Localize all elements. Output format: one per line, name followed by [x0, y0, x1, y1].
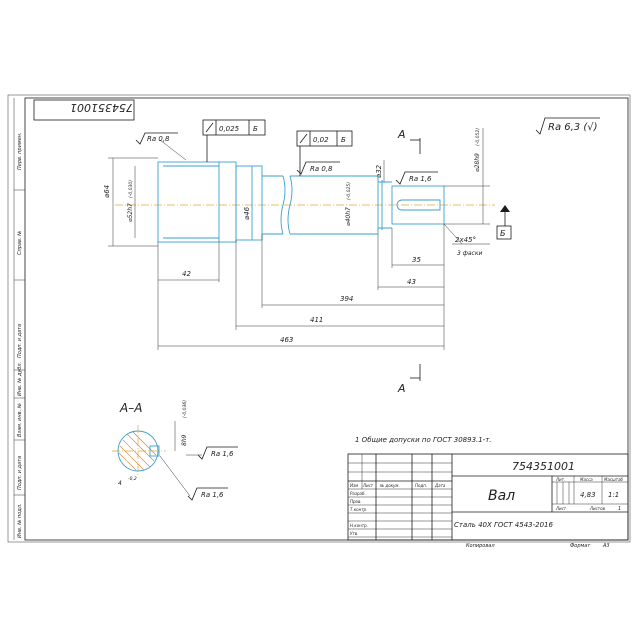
- row-prov: Пров.: [350, 499, 362, 504]
- dim-411: 411: [310, 316, 323, 324]
- strip-label-7: Инв. № подл.: [17, 504, 23, 539]
- dim-d28: ⌀28h9: [474, 153, 481, 172]
- roughness-marks: Ra 0,8 Ra 0,8 Ra 1,6: [135, 132, 438, 185]
- dim-key-width: 4: [118, 480, 122, 487]
- dim-chamfer-note: 3 фаски: [457, 250, 482, 257]
- mass-label: Масса: [580, 477, 593, 482]
- strip-label-5: Взам. инв. №: [17, 403, 23, 437]
- shaft-step-40: [290, 175, 378, 235]
- dim-43: 43: [407, 278, 416, 286]
- doc-number-box: 754351001: [33, 99, 135, 121]
- strip-label-3: Подп. и дата: [17, 324, 23, 358]
- dim-d52-tol: (-0,030): [128, 180, 134, 198]
- dim-394: 394: [340, 295, 353, 303]
- general-roughness-text: Ra 6,3 (√): [548, 122, 598, 133]
- strip-label-6: Подп. и дата: [17, 456, 23, 490]
- general-note: 1 Общие допуски по ГОСТ 30893.1-т.: [355, 436, 492, 444]
- datum-b: Б: [496, 205, 512, 240]
- ra16-b: Ra 1,6: [211, 450, 234, 458]
- runout-frame-1: 0,025 Б: [202, 119, 266, 162]
- mass-value: 4,83: [580, 491, 596, 499]
- section-marker-top-label: А: [397, 128, 406, 141]
- dim-d28-tol: (-0,052): [475, 128, 481, 146]
- side-strip: Перв. примен. Справ. № Подп. и дата Инв.…: [13, 98, 25, 540]
- lit-label: Лит.: [555, 477, 565, 482]
- row-utv: Утв.: [350, 531, 358, 536]
- diameter-dimensions: ⌀64 ⌀52h7 (-0,030) ⌀46 ⌀40h7 (-0,025) ⌀3…: [103, 128, 490, 247]
- keyway: [396, 199, 441, 211]
- row-razrab: Разраб.: [350, 491, 366, 496]
- datum-letter: Б: [500, 229, 506, 238]
- runout2-datum: Б: [341, 136, 346, 144]
- part-name: Вал: [488, 488, 515, 504]
- outer-frame: [7, 94, 631, 543]
- section-marker-bottom-label: А: [397, 382, 406, 395]
- runout-frame-2: 0,02 Б: [296, 130, 353, 176]
- inner-frame: [24, 97, 629, 541]
- row-tkontr: Т.контр.: [350, 507, 367, 512]
- runout2-value: 0,02: [313, 136, 329, 144]
- shaft-step-46: [235, 165, 263, 241]
- row-nkontr: Н.контр.: [350, 523, 368, 528]
- shaft-main-view: [115, 161, 495, 243]
- dim-42: 42: [182, 270, 191, 278]
- col-doc: № докум.: [379, 483, 400, 488]
- dim-key-width-tol: -0,2: [128, 476, 137, 482]
- shaft-step-64: [157, 161, 237, 243]
- dim-chamfer: 2х45°: [455, 236, 476, 244]
- copied-label: Копировал: [466, 543, 495, 549]
- section-a-a: А–А 8h9 (-0,036) 4 -0,2 Ra 1,6 Ra 1,6: [112, 400, 238, 501]
- dim-key-depth-tol: (-0,036): [182, 400, 188, 418]
- scale-label: Масштаб: [604, 477, 624, 482]
- dim-key-depth: 8h9: [181, 434, 188, 446]
- dim-d32: ⌀32: [375, 164, 383, 178]
- ra16-a: Ra 1,6: [409, 175, 432, 183]
- ra08-a: Ra 0,8: [147, 135, 170, 143]
- sheets-label: Листов: [589, 506, 606, 511]
- dim-d46: ⌀46: [243, 206, 251, 220]
- strip-label-4: Инв. № дубл.: [17, 362, 23, 396]
- dim-35: 35: [412, 256, 421, 264]
- general-roughness: Ra 6,3 (√): [535, 117, 600, 135]
- material: Сталь 40Х ГОСТ 4543-2016: [454, 521, 554, 529]
- linear-dimensions: 42 394 411 463 35 43 2х45° 3 фаски: [157, 223, 490, 350]
- scale-value: 1:1: [608, 491, 619, 499]
- col-sign: Подп.: [415, 483, 427, 488]
- dim-d64: ⌀64: [103, 185, 111, 198]
- title-doc-number: 754351001: [512, 460, 575, 473]
- col-date: Дата: [434, 483, 446, 488]
- sheets-value: 1: [618, 506, 621, 512]
- runout1-datum: Б: [253, 125, 258, 133]
- ra08-b: Ra 0,8: [310, 165, 333, 173]
- dim-463: 463: [280, 336, 293, 344]
- ra16-c: Ra 1,6: [201, 491, 224, 499]
- doc-number-rotated: 754351001: [70, 101, 133, 114]
- dim-d52: ⌀52h7: [127, 203, 134, 222]
- format-value: А3: [602, 543, 610, 549]
- strip-label-1: Перв. примен.: [17, 132, 23, 170]
- shaft-step-28: [391, 185, 445, 225]
- col-izm: Изм: [350, 483, 358, 488]
- runout1-value: 0,025: [219, 125, 240, 133]
- section-marker-bottom: А: [397, 364, 421, 395]
- dim-d40-tol: (-0,025): [346, 182, 352, 200]
- section-title: А–А: [119, 401, 142, 415]
- title-block: Изм Лист № докум. Подп. Дата Разраб. Про…: [347, 453, 629, 541]
- format-label: Формат: [570, 543, 591, 549]
- strip-label-2: Справ. №: [17, 231, 23, 255]
- dim-d40: ⌀40h7: [345, 207, 352, 226]
- section-marker-top: А: [397, 128, 421, 154]
- shaft-step-32: [378, 181, 392, 229]
- col-list: Лист: [362, 483, 374, 488]
- sheet-label: Лист: [555, 506, 567, 511]
